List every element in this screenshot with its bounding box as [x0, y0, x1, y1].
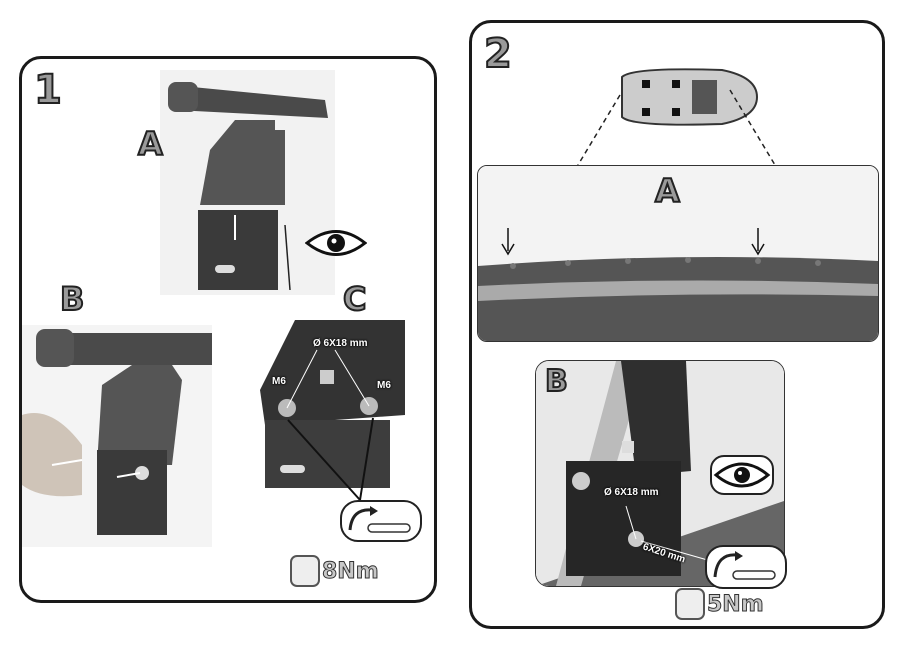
bolt-size-label: Ø 6X18 mm [313, 338, 368, 349]
wrench-icon [340, 500, 422, 542]
nut-label-right: M6 [377, 380, 391, 391]
step-1b-photo [22, 325, 212, 547]
torque-value: 5Nm [707, 591, 765, 617]
car-top-view [612, 62, 762, 132]
nut-label-left: M6 [272, 376, 286, 387]
step-2a-label: A [654, 172, 681, 210]
step-2b-label: B [544, 364, 569, 399]
eye-icon [305, 228, 367, 258]
step-2-number: 2 [483, 31, 513, 77]
arm-strength-icon [675, 588, 705, 620]
step-1a-label: A [137, 125, 164, 163]
bolt-size-label-2: Ø 6X18 mm [604, 487, 659, 498]
torque-5nm: 5Nm [675, 588, 764, 620]
wrench-icon-2 [705, 545, 787, 589]
step-1c-label: C [342, 280, 368, 318]
eye-icon-2 [710, 455, 774, 495]
arm-strength-icon [290, 555, 320, 587]
torque-8nm: 8Nm [290, 555, 379, 587]
torque-value: 8Nm [322, 558, 380, 584]
step-2a-photo [477, 165, 879, 342]
step-1a-photo [160, 70, 335, 295]
step-1b-label: B [59, 280, 85, 318]
step-1-number: 1 [33, 67, 63, 113]
